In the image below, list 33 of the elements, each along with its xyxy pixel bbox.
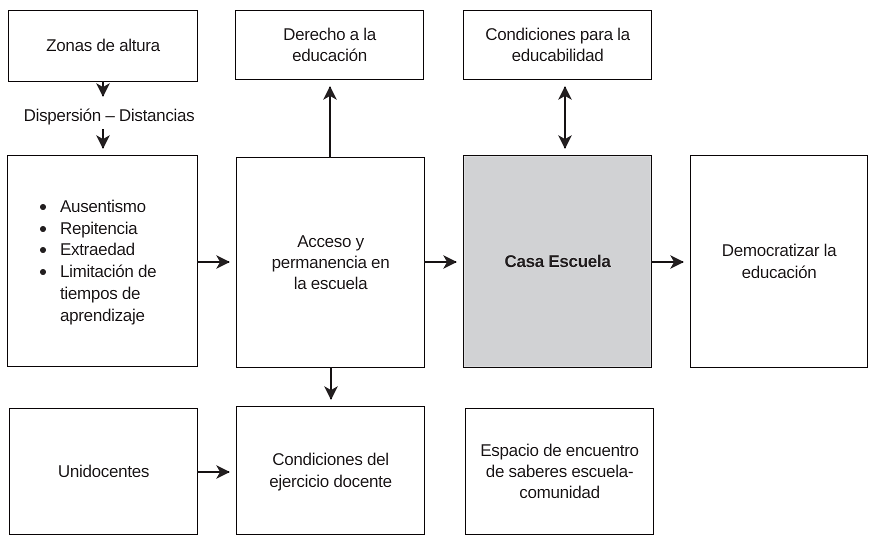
process-box xyxy=(465,408,654,535)
list-item: Limitación de tiempos de aprendizaje xyxy=(60,262,156,324)
box-label: Casa Escuela xyxy=(503,250,612,272)
process-box xyxy=(9,408,198,535)
arrow xyxy=(96,129,110,149)
highlighted-box xyxy=(463,155,652,368)
arrow xyxy=(652,255,684,269)
arrow xyxy=(425,255,457,269)
box-label: Democratizar la educación xyxy=(720,240,838,283)
process-box xyxy=(236,406,425,535)
list-item: Ausentismo xyxy=(60,196,146,216)
arrow xyxy=(558,86,572,149)
list-item: Extraedad xyxy=(60,240,135,260)
box-label: Acceso y permanencia en la escuela xyxy=(270,230,390,294)
box-label: Espacio de encuentro de saberes escuela-comunidad xyxy=(479,440,640,504)
arrow xyxy=(96,82,110,97)
box-label: Unidocentes xyxy=(56,460,150,482)
box-label: Condiciones del ejercicio docente xyxy=(268,449,393,492)
box-label: Derecho a la educación xyxy=(282,24,378,66)
process-box xyxy=(7,155,198,367)
arrow xyxy=(324,368,338,400)
list-item: Repitencia xyxy=(60,218,138,238)
arrow xyxy=(198,255,230,269)
process-box xyxy=(690,155,868,368)
process-box xyxy=(463,10,652,80)
process-box xyxy=(8,10,198,82)
process-box xyxy=(236,157,425,368)
arrow xyxy=(323,86,337,157)
flow-label: Dispersión – Distancias xyxy=(22,105,196,127)
process-box xyxy=(235,10,424,80)
box-label: Zonas de altura xyxy=(45,35,162,57)
arrow xyxy=(198,465,230,479)
box-label: Condiciones para la educabilidad xyxy=(484,24,632,66)
